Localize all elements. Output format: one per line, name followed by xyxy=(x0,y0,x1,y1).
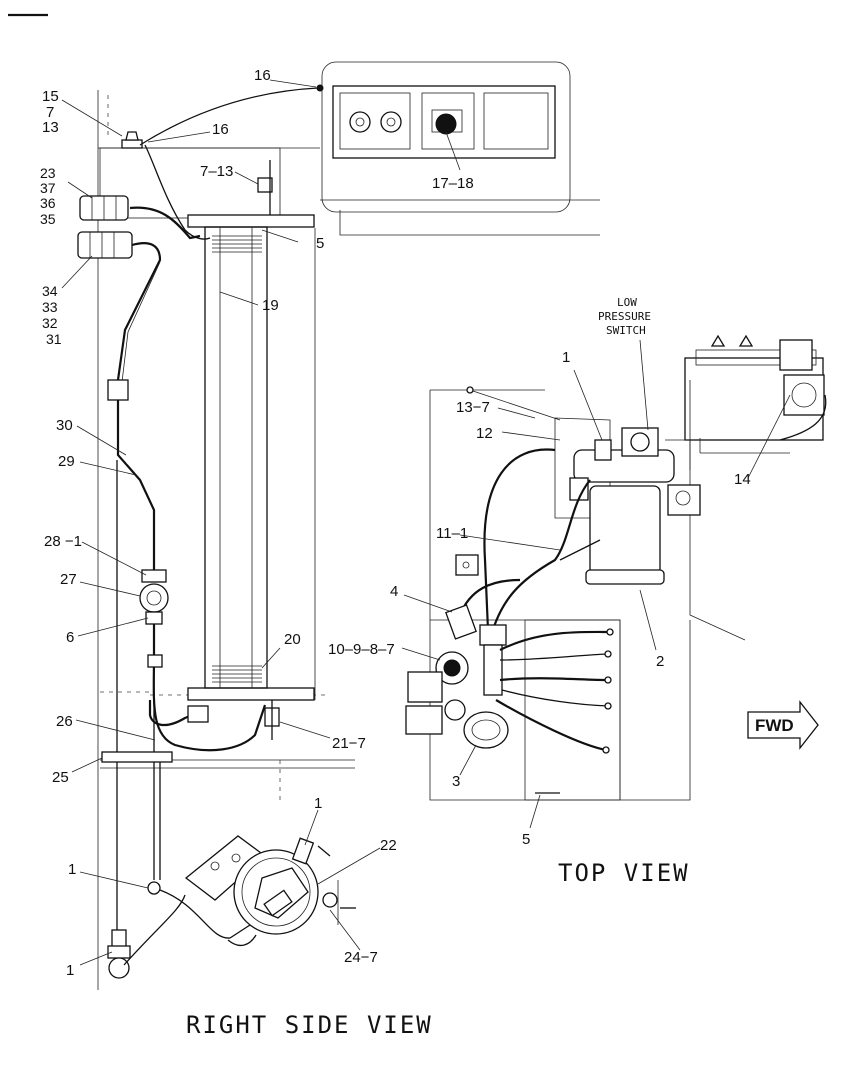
callout-5b: 5 xyxy=(522,831,530,848)
right-side-view xyxy=(77,61,600,990)
callout-32: 32 xyxy=(42,315,58,331)
callout-20: 20 xyxy=(284,631,301,648)
callout-33: 33 xyxy=(42,299,58,315)
callout-14: 14 xyxy=(734,471,751,488)
callout-34: 34 xyxy=(42,283,58,299)
callout-11-1: 11–1 xyxy=(436,525,468,542)
callout-37: 37 xyxy=(40,180,56,196)
callout-2: 2 xyxy=(656,653,664,670)
top-view xyxy=(405,334,827,801)
callout-24-7: 24−7 xyxy=(344,949,378,966)
callout-26: 26 xyxy=(56,713,73,730)
callout-21-7: 21−7 xyxy=(332,735,366,752)
callout-1b: 1 xyxy=(68,861,76,878)
right-side-view-title: RIGHT SIDE VIEW xyxy=(186,1011,433,1039)
callout-16a: 16 xyxy=(254,67,271,84)
callout-10-9-8-7: 10–9–8–7 xyxy=(328,641,395,658)
callout-12: 12 xyxy=(476,425,493,442)
switch-label-line3: SWITCH xyxy=(606,324,646,337)
callout-27: 27 xyxy=(60,571,77,588)
callout-13-7: 13−7 xyxy=(456,399,490,416)
callout-4: 4 xyxy=(390,583,398,600)
callout-23: 23 xyxy=(40,165,56,181)
callout-35: 35 xyxy=(40,211,56,227)
leader-lines xyxy=(61,79,791,966)
callout-5a: 5 xyxy=(316,235,324,252)
callout-30: 30 xyxy=(56,417,73,434)
callout-25: 25 xyxy=(52,769,69,786)
callout-36: 36 xyxy=(40,195,56,211)
callout-1c: 1 xyxy=(66,962,74,979)
callout-28-1: 28 −1 xyxy=(44,533,82,550)
switch-label-line2: PRESSURE xyxy=(598,310,651,323)
callout-3: 3 xyxy=(452,773,460,790)
callout-labels: 16 15 7 13 16 7–13 23 37 36 35 5 34 33 3… xyxy=(40,67,794,1039)
callout-15: 15 xyxy=(42,88,59,105)
callout-22: 22 xyxy=(380,837,397,854)
callout-29: 29 xyxy=(58,453,75,470)
callout-31: 31 xyxy=(46,331,62,347)
callout-1-top: 1 xyxy=(562,349,570,366)
callout-13: 13 xyxy=(42,119,59,136)
callout-1a: 1 xyxy=(314,795,322,812)
top-view-title: TOP VIEW xyxy=(558,859,690,887)
callout-7a: 7 xyxy=(46,104,54,121)
callout-6: 6 xyxy=(66,629,74,646)
callout-19: 19 xyxy=(262,297,279,314)
fwd-arrow-icon xyxy=(747,700,819,750)
callout-7-13: 7–13 xyxy=(200,163,233,180)
switch-label-line1: LOW xyxy=(617,296,637,309)
callout-16b: 16 xyxy=(212,121,229,138)
fwd-label: FWD xyxy=(755,716,794,735)
callout-17-18: 17–18 xyxy=(432,175,474,192)
